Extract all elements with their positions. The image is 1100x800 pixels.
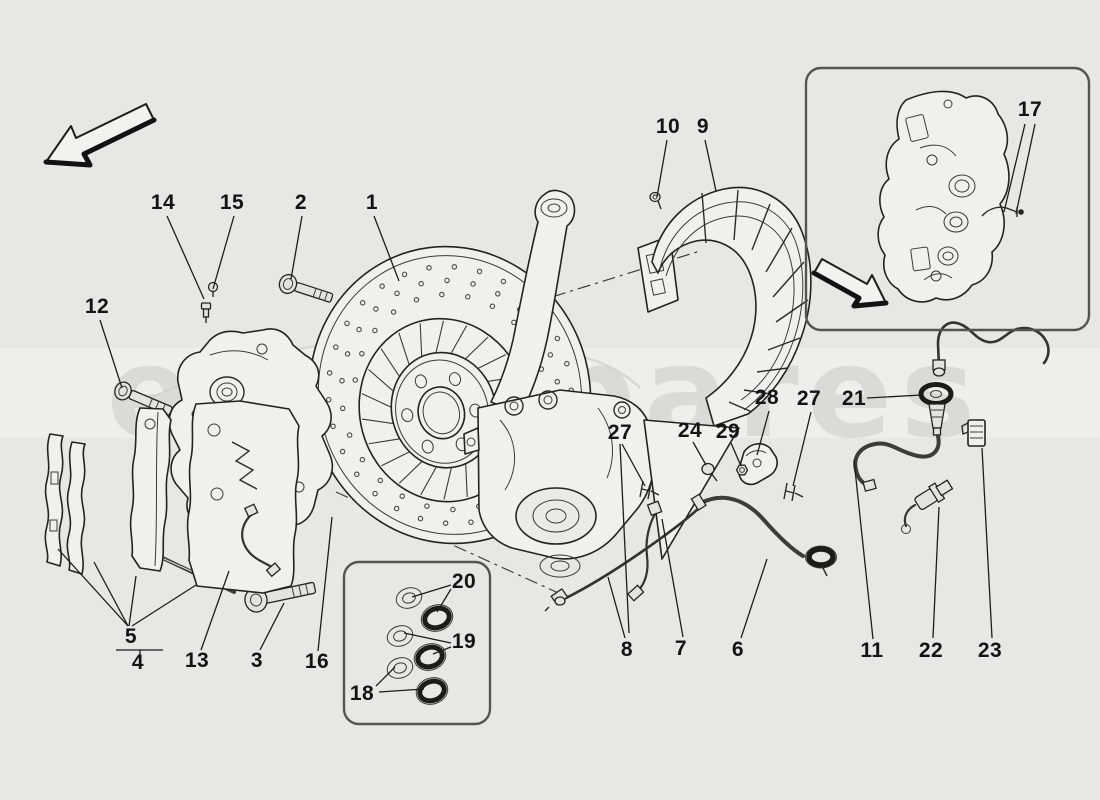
hose-connector-cone [928, 403, 946, 436]
inset-direction-arrow [811, 258, 889, 309]
abs-sensor-lead [903, 503, 917, 528]
anti-rattle-spring [66, 441, 86, 575]
brake-hose-front [690, 493, 837, 577]
brake-pad-inner [129, 407, 172, 572]
disc-bolt-holes [401, 372, 482, 454]
bracket-nut [735, 464, 749, 476]
shield-screw [649, 191, 662, 210]
dust-boot-ring [413, 643, 447, 671]
inset-detail-box [804, 66, 1091, 332]
brake-pad-outer [186, 400, 300, 594]
dust-shield [637, 186, 812, 427]
seal-ring [395, 587, 423, 609]
brake-hose-rear [853, 434, 941, 492]
dust-shield-ribs [701, 189, 809, 413]
sensor-connector [961, 419, 986, 447]
hose-grommet [806, 546, 836, 568]
fork-clip [783, 482, 804, 502]
hose-bracket [738, 443, 778, 486]
anti-rattle-spring [44, 433, 64, 567]
wear-sensor-cable [626, 500, 663, 602]
disc-center-bore [417, 386, 466, 440]
rigid-brake-line [932, 321, 1050, 377]
wheel-knuckle [463, 189, 656, 578]
seal-ring [386, 625, 414, 647]
bleed-screw [200, 302, 212, 310]
seal-kit-box [342, 560, 492, 726]
inset-caliper [877, 90, 1010, 303]
leader-lines [57, 123, 1036, 693]
bracket-screw [701, 462, 718, 482]
pad-spring-clip [231, 441, 258, 490]
dust-boot-ring [420, 604, 454, 632]
bleed-screw-and-cap [200, 281, 219, 323]
seal-ring [386, 657, 414, 679]
guard-plate [643, 419, 740, 560]
dust-boot-ring [415, 677, 449, 705]
disc-retaining-bolt [278, 273, 334, 303]
caliper-bolt-lower [244, 581, 317, 613]
abs-sensor [914, 479, 954, 511]
brake-pads-group [44, 400, 300, 594]
pad-wear-sensor-lead [241, 512, 274, 569]
fork-clip [639, 480, 660, 500]
brake-pipe [544, 504, 703, 612]
direction-arrow [43, 103, 157, 168]
